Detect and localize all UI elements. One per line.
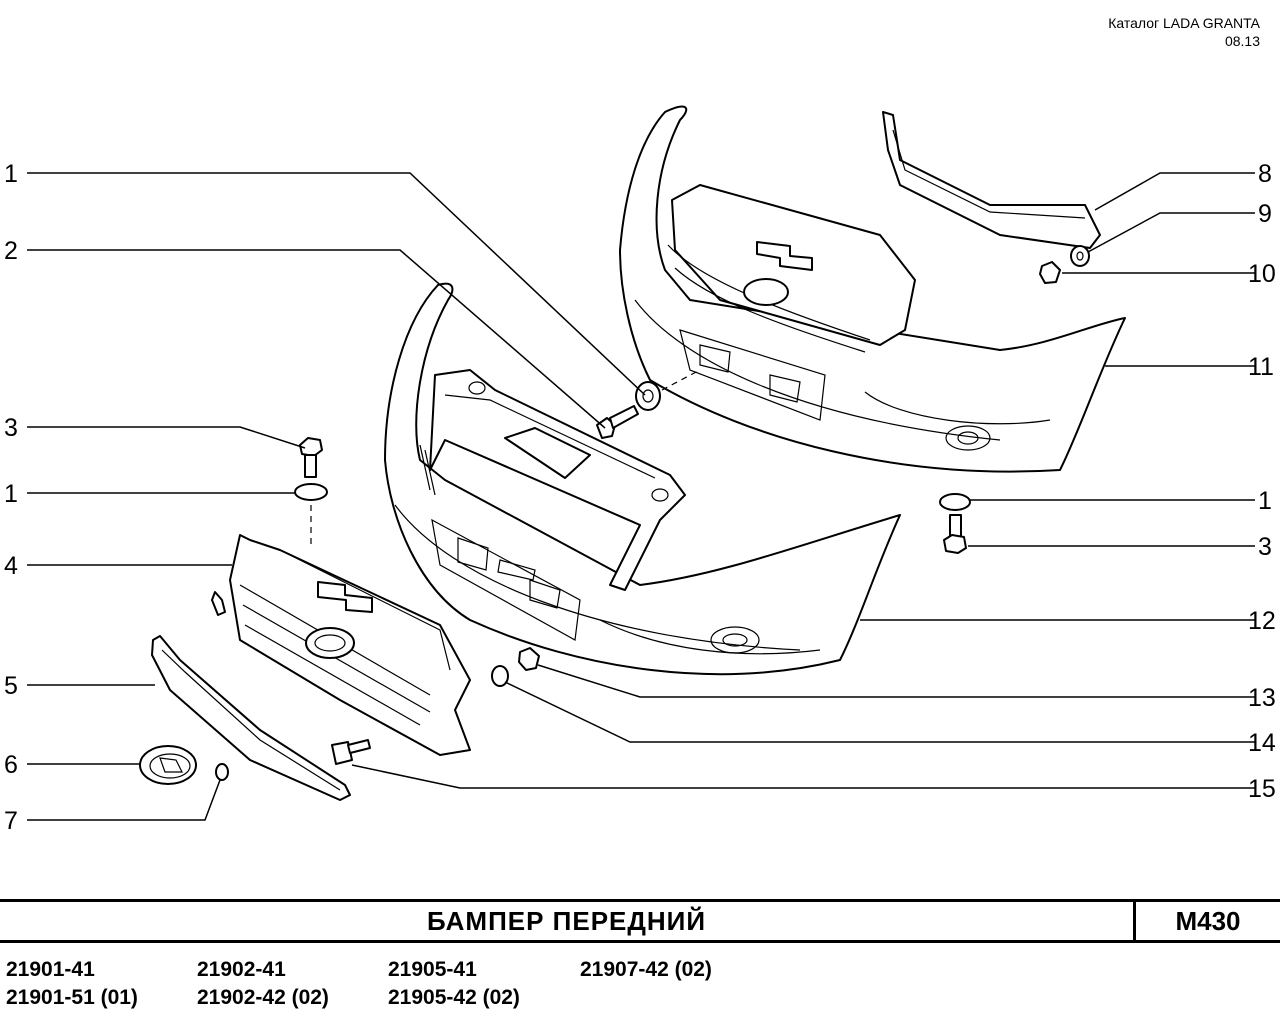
section-code: М430: [1175, 906, 1241, 936]
callout-8: 8: [1258, 160, 1272, 188]
callout-4: 4: [4, 552, 18, 580]
catalog-header: Каталог LADA GRANTA 08.13: [1108, 14, 1260, 50]
part-trim-strip-5: [151, 591, 351, 801]
part-bumper-assembly-11: [619, 105, 1126, 473]
part-bumper-cover-12: [384, 282, 901, 676]
part-washer-14: [491, 665, 509, 687]
part-screw-15: [331, 739, 371, 765]
part-washer-1b: [294, 483, 328, 501]
model-item: 21907-42 (02): [580, 958, 712, 981]
callout-12: 12: [1248, 607, 1276, 635]
callout-10: 10: [1248, 260, 1276, 288]
callout-1-right: 1: [1258, 487, 1272, 515]
callout-14: 14: [1248, 729, 1276, 757]
part-bolt-3a: [299, 437, 323, 478]
part-clip-7: [215, 763, 229, 781]
callout-6: 6: [4, 751, 18, 779]
model-item: 21901-41: [6, 958, 95, 981]
part-washer-1a: [635, 381, 661, 411]
callout-1-left: 1: [4, 480, 18, 508]
callout-3-left: 3: [4, 414, 18, 442]
model-item: 21905-42 (02): [388, 986, 520, 1009]
part-grille-4: [229, 534, 471, 756]
callout-2: 2: [4, 237, 18, 265]
part-bolt-2: [596, 405, 639, 439]
model-item: 21902-42 (02): [197, 986, 329, 1009]
callout-15: 15: [1248, 775, 1276, 803]
callout-5: 5: [4, 672, 18, 700]
leader-lines: [27, 172, 1255, 821]
callout-7: 7: [4, 807, 18, 835]
part-washer-1c: [939, 493, 971, 511]
catalog-name: Каталог LADA GRANTA: [1108, 15, 1260, 31]
part-bracket-8: [882, 111, 1101, 249]
callout-11: 11: [1248, 353, 1274, 381]
part-nut-10: [1039, 261, 1061, 284]
catalog-date: 08.13: [1224, 33, 1260, 49]
model-item: 21905-41: [388, 958, 477, 981]
part-nut-13: [518, 647, 540, 671]
callout-9: 9: [1258, 200, 1272, 228]
part-emblem-6: [139, 745, 197, 785]
title-divider: [1133, 902, 1136, 940]
model-item: 21902-41: [197, 958, 286, 981]
callout-3-right: 3: [1258, 533, 1272, 561]
model-item: 21901-51 (01): [6, 986, 138, 1009]
part-washer-9: [1070, 245, 1090, 267]
callout-13: 13: [1248, 684, 1276, 712]
section-title: БАМПЕР ПЕРЕДНИЙ: [426, 906, 707, 936]
part-bolt-3b: [943, 514, 967, 554]
exploded-parts-diagram: 1 2 3 1 4 5 6 7 8 9 10 11 1 3 12 13 14 1…: [4, 105, 1276, 835]
title-bar: БАМПЕР ПЕРЕДНИЙ М430: [0, 899, 1280, 943]
callout-1-top: 1: [4, 160, 18, 188]
